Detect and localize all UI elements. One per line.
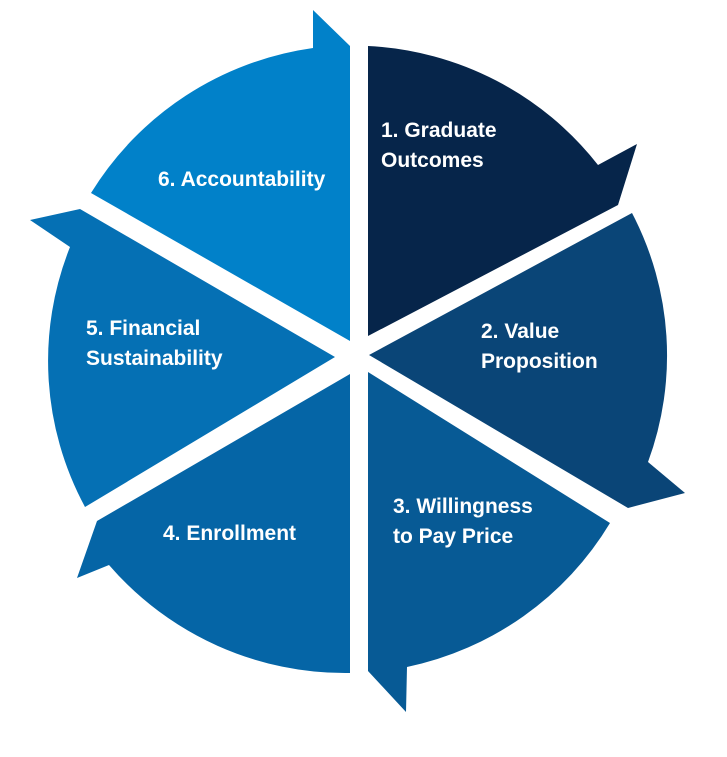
segment-2-label-line-2: Proposition: [481, 350, 598, 373]
segment-1-label-line-1: 1. Graduate: [381, 119, 497, 142]
segment-2-shape: [369, 213, 685, 508]
segment-5-label: 5. Financial Sustainability: [86, 317, 223, 370]
segment-3-label-line-1: 3. Willingness: [393, 495, 533, 518]
segment-financial-sustainability: 5. Financial Sustainability: [30, 209, 335, 507]
segment-5-label-line-2: Sustainability: [86, 347, 223, 370]
segment-value-proposition: 2. Value Proposition: [369, 213, 685, 508]
segment-enrollment: 4. Enrollment: [77, 374, 350, 674]
segment-5-shape: [30, 209, 335, 507]
segment-graduate-outcomes: 1. Graduate Outcomes: [368, 46, 637, 336]
segment-2-label-line-1: 2. Value: [481, 320, 559, 343]
segment-accountability: 6. Accountability: [91, 10, 350, 341]
segment-4-label: 4. Enrollment: [163, 522, 296, 545]
segment-willingness-to-pay: 3. Willingness to Pay Price: [368, 372, 610, 712]
segment-4-label-line-1: 4. Enrollment: [163, 522, 296, 545]
segment-4-shape: [77, 374, 350, 674]
segment-6-label-line-1: 6. Accountability: [158, 168, 326, 191]
segment-3-label-line-2: to Pay Price: [393, 525, 513, 548]
segment-5-label-line-1: 5. Financial: [86, 317, 200, 340]
segment-3-label: 3. Willingness to Pay Price: [393, 495, 539, 548]
segment-1-label: 1. Graduate Outcomes: [381, 119, 502, 172]
segment-6-label: 6. Accountability: [158, 168, 326, 191]
segment-1-label-line-2: Outcomes: [381, 149, 484, 172]
segment-2-label: 2. Value Proposition: [481, 320, 598, 373]
segment-1-shape: [368, 46, 637, 336]
segment-3-shape: [368, 372, 610, 712]
segment-6-shape: [91, 10, 350, 341]
